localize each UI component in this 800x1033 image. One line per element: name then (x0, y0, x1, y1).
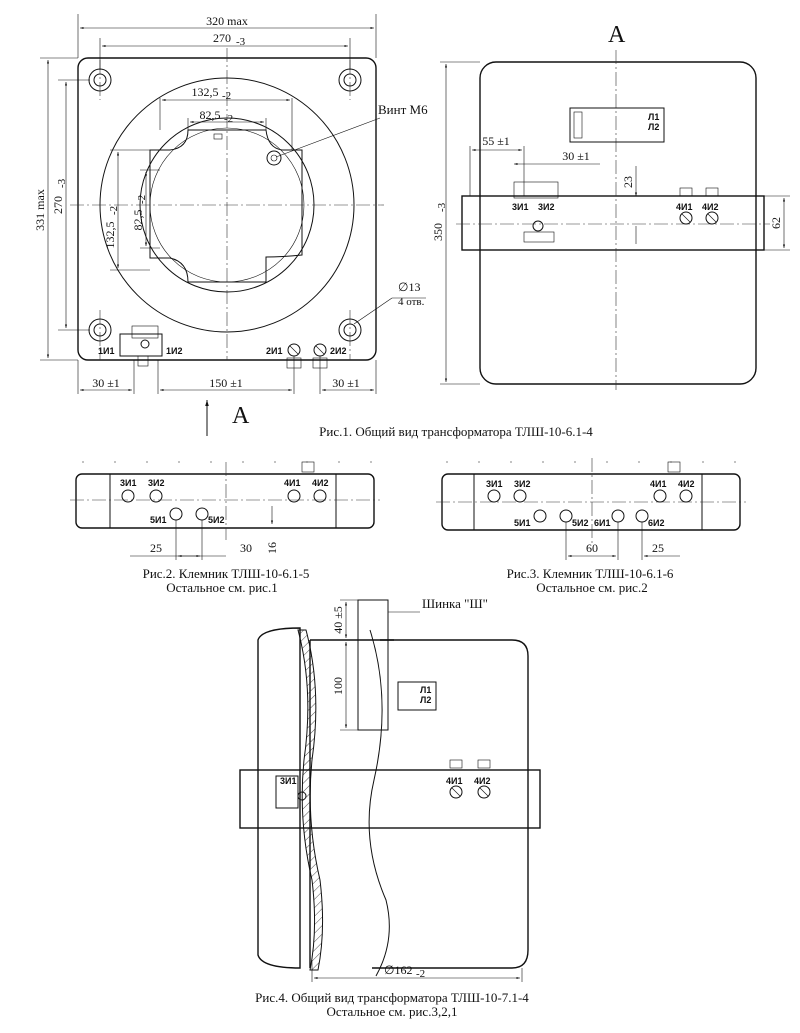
view-letter: А (232, 403, 250, 429)
fig4-caption-note: Остальное см. рис.3,2,1 (327, 1004, 458, 1019)
fig2-terminal-block: 3И1 3И2 4И1 4И2 5И1 5И2 25 30 16 Рис.2. … (70, 461, 380, 595)
fig1-front-view: 320 max 270 -3 132,5 -2 82,5 -2 331 max … (33, 14, 593, 439)
view-a-term-3i2: 3И2 (538, 202, 554, 212)
fig2-term-4i1: 4И1 (284, 478, 300, 488)
svg-text:-3: -3 (56, 178, 68, 188)
dim-height-max: 331 max (33, 189, 47, 231)
fig4-dim-162: ∅162 (384, 963, 412, 977)
view-a-band (461, 195, 765, 251)
fig3-term-6i1: 6И1 (594, 518, 610, 528)
dim-bottom-right: 30 ±1 (332, 376, 360, 390)
dim-vwindow-inner: 82,5 (131, 210, 145, 231)
window-cutout (149, 129, 303, 283)
view-a-term-3i1: 3И1 (512, 202, 528, 212)
section-cut (297, 629, 324, 971)
fig2-dim-30: 30 (240, 541, 252, 555)
dim-width-max: 320 max (206, 14, 248, 28)
view-a-dim-30: 30 ±1 (562, 149, 590, 163)
dim-height-holes: 270 (51, 196, 65, 214)
screw-m6 (266, 150, 282, 166)
terminal-2i1: 2И1 (266, 346, 282, 356)
fig3-term-3i2: 3И2 (514, 479, 530, 489)
svg-text:-3: -3 (436, 202, 448, 212)
view-a-dim-62: 62 (769, 217, 783, 229)
dim-bottom-left: 30 ±1 (92, 376, 120, 390)
fig4-dim-40: 40 ±5 (331, 606, 345, 634)
fig2-caption: Рис.2. Клемник ТЛШ-10-6.1-5 (143, 566, 310, 581)
fig4-general-view: Шинка "Ш" 40 ±5 100 Л1 Л2 3И1 4И1 4И2 ∅1… (239, 596, 541, 1019)
fig3-dim-25: 25 (652, 541, 664, 555)
label-hole-dia: ∅13 (398, 280, 420, 294)
fig3-term-4i1: 4И1 (650, 479, 666, 489)
fig4-term-3i1: 3И1 (280, 776, 296, 786)
fig2-term-3i1: 3И1 (120, 478, 136, 488)
fig4-body (372, 639, 529, 969)
fig3-term-3i1: 3И1 (486, 479, 502, 489)
fig3-terminal-block: 3И1 3И2 4И1 4И2 5И1 5И2 6И1 6И2 60 25 Ри… (436, 458, 746, 595)
view-a: А Л1 Л2 3И1 3И2 4И1 4И2 350 -3 55 ±1 30 … (431, 22, 790, 390)
fig3-term-5i2: 5И2 (572, 518, 588, 528)
svg-text:Л2: Л2 (648, 122, 659, 132)
fig3-term-6i2: 6И2 (648, 518, 664, 528)
fig1-caption: Рис.1. Общий вид трансформатора ТЛШ-10-6… (319, 424, 593, 439)
fig4-caption: Рис.4. Общий вид трансформатора ТЛШ-10-7… (255, 990, 529, 1005)
view-a-dim-height: 350 (431, 223, 445, 241)
view-a-dim-55: 55 ±1 (482, 134, 510, 148)
view-a-body (479, 61, 757, 385)
dim-vwindow-outer: 132,5 (103, 222, 117, 249)
view-a-term-4i1: 4И1 (676, 202, 692, 212)
fig2-term-5i1: 5И1 (150, 515, 166, 525)
svg-text:-2: -2 (224, 113, 233, 125)
fig2-term-3i2: 3И2 (148, 478, 164, 488)
fig4-term-4i2: 4И2 (474, 776, 490, 786)
svg-text:Л2: Л2 (420, 695, 431, 705)
svg-text:-3: -3 (236, 36, 246, 48)
view-a-term-4i2: 4И2 (702, 202, 718, 212)
fig2-dim-16: 16 (265, 542, 279, 554)
fig3-caption: Рис.3. Клемник ТЛШ-10-6.1-6 (507, 566, 674, 581)
terminal-1i1: 1И1 (98, 346, 114, 356)
fig4-dim-100: 100 (331, 677, 345, 695)
fig3-dim-60: 60 (586, 541, 598, 555)
fig4-band (239, 769, 541, 829)
terminal-2i2: 2И2 (330, 346, 346, 356)
svg-text:-2: -2 (222, 90, 231, 102)
fig3-caption-note: Остальное см. рис.2 (536, 580, 647, 595)
label-hole-count: 4 отв. (398, 296, 425, 308)
fig3-term-4i2: 4И2 (678, 479, 694, 489)
fig2-term-4i2: 4И2 (312, 478, 328, 488)
dim-window-outer: 132,5 (192, 85, 219, 99)
dim-bottom-mid: 150 ±1 (209, 376, 243, 390)
bus-bar (357, 599, 389, 731)
label-screw: Винт М6 (378, 102, 428, 117)
fig3-term-5i1: 5И1 (514, 518, 530, 528)
nameplate (569, 107, 665, 143)
svg-text:-2: -2 (136, 195, 148, 204)
view-a-title: А (608, 22, 626, 48)
svg-text:-2: -2 (416, 968, 425, 980)
fig2-dim-25: 25 (150, 541, 162, 555)
fig4-bus-label: Шинка "Ш" (422, 596, 488, 611)
svg-text:Л1: Л1 (648, 112, 659, 122)
fig2-caption-note: Остальное см. рис.1 (166, 580, 277, 595)
view-a-dim-23: 23 (621, 176, 635, 188)
terminal-1i2: 1И2 (166, 346, 182, 356)
dim-window-inner: 82,5 (200, 108, 221, 122)
dim-width-holes: 270 (213, 31, 231, 45)
svg-text:-2: -2 (108, 206, 120, 215)
svg-text:Л1: Л1 (420, 685, 431, 695)
fig4-term-4i1: 4И1 (446, 776, 462, 786)
fig2-term-5i2: 5И2 (208, 515, 224, 525)
